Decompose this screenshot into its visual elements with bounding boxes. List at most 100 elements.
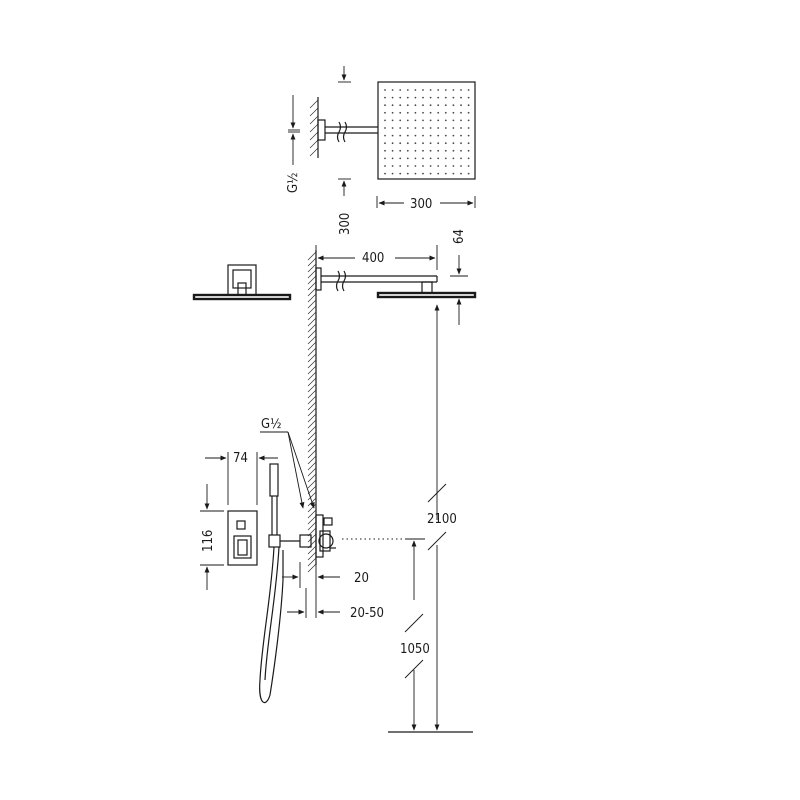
- wall-hatch-line: [307, 305, 317, 315]
- side-flange: [315, 267, 322, 291]
- nozzle-dot: [429, 172, 432, 175]
- hand-shower-hose-inner: [264, 546, 280, 681]
- nozzle-dot: [437, 111, 440, 114]
- nozzle-dot: [391, 172, 394, 175]
- nozzle-dot: [452, 119, 455, 122]
- nozzle-dot: [414, 134, 417, 137]
- wall-hatch-line: [307, 491, 317, 501]
- nozzle-dot: [391, 104, 394, 107]
- nozzle-dot: [444, 165, 447, 167]
- top-arm-break-1: [336, 121, 342, 143]
- nozzle-dot: [422, 89, 424, 91]
- nozzle-dot: [422, 134, 424, 137]
- nozzle-dot: [444, 111, 447, 114]
- nozzle-dot: [429, 96, 432, 99]
- nozzle-dot: [406, 149, 409, 152]
- wall-hatch-line: [307, 485, 317, 495]
- front-shower-head: [192, 293, 292, 301]
- nozzle-dot: [422, 157, 424, 160]
- wall-hatch-line: [307, 443, 317, 453]
- nozzle-dot: [384, 149, 386, 152]
- plate-height-label: 116: [201, 530, 216, 552]
- nozzle-dot: [452, 89, 455, 91]
- nozzle-dot: [384, 111, 386, 114]
- nozzle-dot: [399, 119, 402, 122]
- nozzle-dot: [391, 157, 394, 160]
- height2100-break-1: [427, 483, 447, 503]
- hand-shower-holder: [268, 534, 281, 548]
- wall-hatch-line: [307, 371, 317, 381]
- front-head-connector: [237, 282, 247, 296]
- wall-hatch-line: [307, 359, 317, 369]
- nozzle-dot: [460, 89, 462, 91]
- nozzle-dot: [467, 157, 470, 160]
- front-view: 74 116: [192, 264, 292, 590]
- side-mixer-knob: [318, 533, 334, 549]
- nozzle-dot: [460, 172, 462, 175]
- nozzle-dot: [437, 119, 440, 122]
- nozzle-dot: [414, 96, 417, 99]
- nozzle-dot: [406, 104, 409, 107]
- nozzle-dot: [429, 111, 432, 114]
- wall-hatch-line: [307, 365, 317, 375]
- nozzle-dot: [414, 157, 417, 160]
- wall-hatch-line: [307, 353, 317, 363]
- wall-hatch-line: [307, 515, 317, 525]
- side-wall-hatching: [307, 251, 317, 573]
- nozzle-dot: [422, 119, 424, 122]
- nozzle-dot: [406, 134, 409, 137]
- top-shower-head: [377, 81, 476, 180]
- nozzle-dot: [437, 149, 440, 152]
- wall-hatch-line: [307, 437, 317, 447]
- nozzle-dot: [429, 149, 432, 152]
- nozzle-dot: [406, 165, 409, 167]
- head-width-label: 300: [410, 197, 432, 212]
- nozzle-dot: [391, 127, 394, 129]
- nozzle-dot: [399, 89, 402, 91]
- nozzle-dot: [422, 172, 424, 175]
- nozzle-dot: [460, 96, 462, 99]
- wall-hatch-line: [307, 461, 317, 471]
- nozzle-dot: [460, 149, 462, 152]
- nozzle-dot: [452, 96, 455, 99]
- nozzle-dot: [414, 104, 417, 107]
- wall-hatch-line: [307, 557, 317, 567]
- nozzle-dot: [391, 134, 394, 137]
- nozzle-dot: [444, 142, 447, 145]
- nozzle-dot: [384, 134, 386, 137]
- wall-hatch-line: [307, 323, 317, 333]
- nozzle-dot: [460, 119, 462, 122]
- plate-width-label: 74: [233, 451, 248, 466]
- thread-mixer-label: G½: [261, 417, 281, 432]
- nozzle-dot: [444, 127, 447, 129]
- nozzle-dot: [467, 134, 470, 137]
- wall-hatch-line: [307, 401, 317, 411]
- nozzle-dot: [414, 165, 417, 167]
- nozzle-dot: [414, 111, 417, 114]
- nozzle-dot: [460, 127, 462, 129]
- nozzle-dot: [444, 157, 447, 160]
- wall-hatch-line: [307, 269, 317, 279]
- nozzle-dot: [399, 134, 402, 137]
- nozzle-dot: [414, 127, 417, 129]
- height-mixer-label: 1050: [400, 642, 430, 657]
- nozzle-dot: [384, 89, 386, 91]
- wall-hatch-line: [307, 395, 317, 405]
- side-mixer-body: [315, 514, 324, 558]
- wall-hatch-line: [307, 509, 317, 519]
- nozzle-dot: [429, 165, 432, 167]
- nozzle-dot: [460, 142, 462, 145]
- wall-hatch-line: [307, 455, 317, 465]
- wall-hatch-line: [307, 275, 317, 285]
- nozzle-dot: [460, 111, 462, 114]
- thread-mixer-leader-2: [287, 431, 315, 509]
- head-height-label: 300: [338, 213, 353, 235]
- wall-hatch-line: [307, 533, 317, 543]
- nozzle-dot: [444, 104, 447, 107]
- nozzle-dot: [399, 96, 402, 99]
- nozzle-dot: [460, 165, 462, 167]
- nozzle-dot: [429, 119, 432, 122]
- hand-shower-head: [269, 463, 279, 497]
- nozzle-dot: [399, 127, 402, 129]
- front-diverter: [236, 520, 246, 530]
